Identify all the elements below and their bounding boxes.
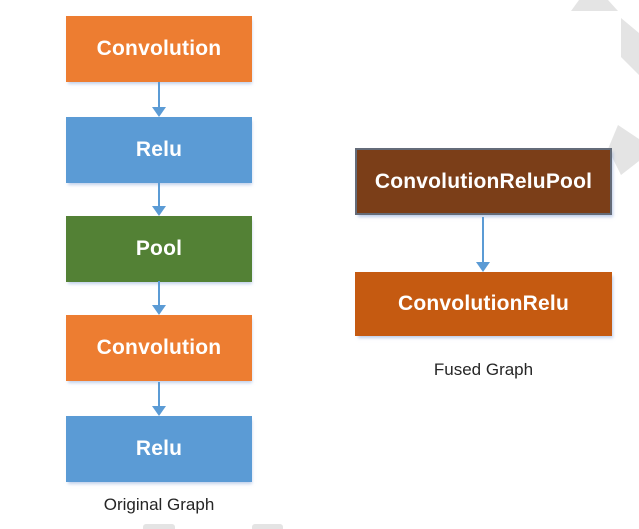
node-pool: Pool bbox=[66, 216, 252, 282]
arrow-head-icon bbox=[476, 262, 490, 272]
arrow-stem bbox=[158, 82, 160, 107]
arrow-stem bbox=[158, 281, 160, 305]
corner-decoration-right-upper-icon bbox=[621, 18, 639, 75]
arrow-head-icon bbox=[152, 305, 166, 315]
node-relu-2: Relu bbox=[66, 416, 252, 482]
arrow-stem bbox=[158, 183, 160, 206]
node-label: Convolution bbox=[96, 336, 222, 359]
flow-arrow-1 bbox=[152, 82, 166, 117]
fused-graph-caption: Fused Graph bbox=[433, 360, 534, 379]
flow-arrow-2 bbox=[152, 183, 166, 216]
original-graph-caption: Original Graph bbox=[103, 495, 215, 514]
node-convolution-relu: ConvolutionRelu bbox=[355, 272, 612, 336]
bottom-decoration-right-icon bbox=[252, 524, 283, 529]
node-label: ConvolutionRelu bbox=[398, 292, 569, 315]
node-label: Relu bbox=[135, 138, 183, 161]
node-label: ConvolutionReluPool bbox=[374, 169, 593, 193]
arrow-stem bbox=[158, 382, 160, 406]
arrow-head-icon bbox=[152, 406, 166, 416]
arrow-stem bbox=[482, 217, 484, 262]
node-label: Pool bbox=[135, 237, 183, 260]
node-label: Relu bbox=[135, 437, 183, 460]
node-convolution-1: Convolution bbox=[66, 16, 252, 82]
corner-decoration-top-icon bbox=[571, 0, 618, 11]
arrow-head-icon bbox=[152, 107, 166, 117]
bottom-decoration-left-icon bbox=[143, 524, 175, 529]
node-convolution-2: Convolution bbox=[66, 315, 252, 381]
node-relu-1: Relu bbox=[66, 117, 252, 183]
node-convolution-relu-pool: ConvolutionReluPool bbox=[355, 148, 612, 215]
arrow-head-icon bbox=[152, 206, 166, 216]
corner-decoration-right-lower-icon bbox=[608, 125, 639, 175]
flow-arrow-3 bbox=[152, 281, 166, 315]
node-label: Convolution bbox=[96, 37, 222, 60]
flow-arrow-fused bbox=[476, 217, 490, 272]
flow-arrow-4 bbox=[152, 382, 166, 416]
